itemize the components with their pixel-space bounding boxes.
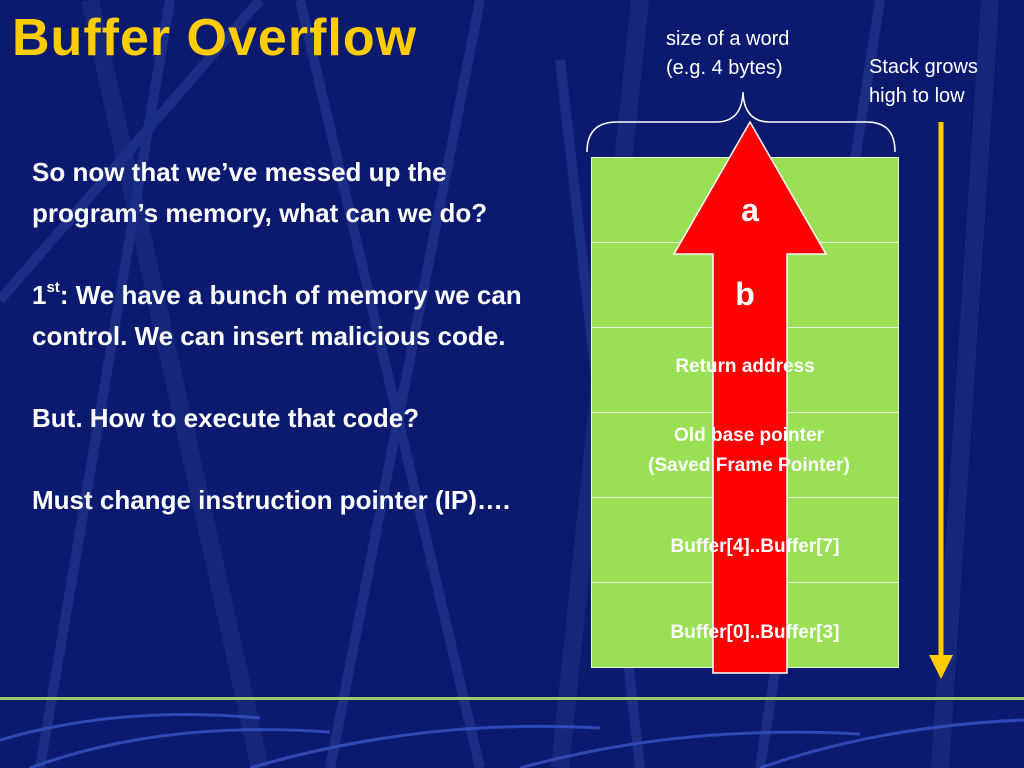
- word-size-line-2: (e.g. 4 bytes): [666, 57, 783, 79]
- paragraph-question: So now that we’ve messed up the program’…: [32, 157, 488, 228]
- point-number: 1: [32, 280, 47, 310]
- stack-direction-line-2: high to low: [869, 85, 965, 107]
- stack-direction-line-1: Stack grows: [869, 56, 978, 78]
- paragraph-instruction-pointer: Must change instruction pointer (IP)….: [32, 485, 511, 515]
- word-size-line-1: size of a word: [666, 28, 790, 50]
- ordinal-superscript: st: [46, 279, 60, 297]
- paragraph-first-point: 1st: We have a bunch of memory we can co…: [32, 275, 577, 357]
- stack-direction-note: Stack grows high to low: [869, 53, 978, 111]
- cell-label-b: b: [735, 276, 755, 312]
- cell-label-buffer-low: Buffer[0]..Buffer[3]: [670, 622, 840, 643]
- cell-label-buffer-high: Buffer[4]..Buffer[7]: [670, 536, 840, 557]
- old-base-line-2: (Saved Frame Pointer): [648, 455, 850, 476]
- overflow-arrow: [672, 120, 828, 674]
- slide-title: Buffer Overflow: [12, 9, 418, 67]
- slide-body: So now that we’ve messed up the program’…: [32, 152, 577, 562]
- paragraph-execute-question: But. How to execute that code?: [32, 403, 420, 433]
- old-base-line-1: Old base pointer: [674, 425, 824, 446]
- word-size-note: size of a word (e.g. 4 bytes): [666, 25, 789, 83]
- point-text: : We have a bunch of memory we can contr…: [32, 280, 522, 351]
- stack-direction-arrow-head: [929, 655, 953, 679]
- cell-label-return-address: Return address: [675, 356, 815, 377]
- cell-label-a: a: [741, 192, 759, 228]
- cell-label-old-base-pointer: Old base pointer (Saved Frame Pointer): [591, 421, 907, 481]
- word-size-brace: [586, 91, 896, 153]
